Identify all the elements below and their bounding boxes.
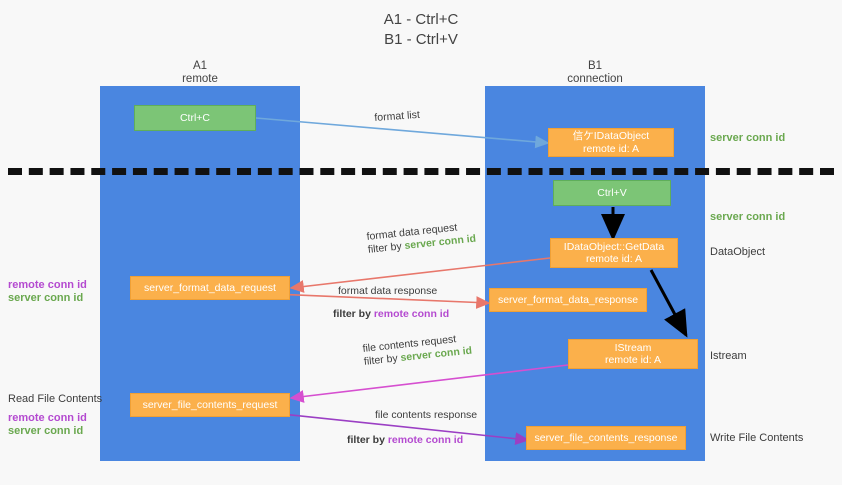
left-label-read-file-contents: Read File Contents — [8, 393, 103, 405]
box-idataobject-getdata[interactable]: IDataObject::GetData remote id: A — [550, 238, 678, 268]
box-ctrl-c[interactable]: Ctrl+C — [134, 105, 256, 131]
right-label-server-conn-id-top: server conn id — [710, 132, 786, 144]
label-filter-by-remote-conn-id-1: filter by remote conn id — [333, 308, 449, 321]
box-istream[interactable]: IStream remote id: A — [568, 339, 698, 369]
box-server-format-data-response[interactable]: server_format_data_response — [489, 288, 647, 312]
lane-header-b1: B1 connection — [567, 60, 623, 85]
box-server-format-data-request[interactable]: server_format_data_request — [130, 276, 290, 300]
right-label-server-conn-id-mid: server conn id — [710, 211, 786, 223]
filter-by-text-3: filter by — [363, 352, 402, 368]
divider-dashed-line — [8, 168, 834, 175]
right-label-istream: Istream — [710, 350, 747, 362]
right-label-write-file-contents: Write File Contents — [710, 432, 804, 444]
label-format-data-response: format data response — [338, 285, 438, 297]
left-label-server-conn-id-1: server conn id — [8, 292, 84, 304]
label-file-contents-request-group: file contents request filter by server c… — [362, 332, 473, 369]
label-format-data-request-group: format data request filter by server con… — [366, 220, 477, 257]
left-label-remote-conn-id-2: remote conn id — [8, 412, 87, 424]
left-label-server-conn-id-2: server conn id — [8, 425, 84, 437]
lane-header-a1: A1 remote — [182, 60, 218, 85]
box-server-file-contents-response[interactable]: server_file_contents_response — [526, 426, 686, 450]
label-format-data-response-group: format data response filter by remote co… — [333, 285, 449, 321]
filter-by-text-2: filter by — [333, 308, 374, 320]
box-idataobject[interactable]: 信ケIDataObject remote id: A — [548, 128, 674, 157]
filter-by-text-1: filter by — [367, 240, 406, 256]
label-file-contents-response: file contents response — [375, 409, 478, 421]
right-label-dataobject: DataObject — [710, 246, 766, 258]
remote-conn-id-text-2: remote conn id — [387, 434, 464, 446]
remote-conn-id-text-1: remote conn id — [373, 308, 450, 320]
filter-by-text-4: filter by — [347, 434, 388, 446]
box-ctrl-v[interactable]: Ctrl+V — [553, 180, 671, 206]
page-title: A1 - Ctrl+C B1 - Ctrl+V — [383, 11, 459, 48]
label-filter-by-remote-conn-id-2: filter by remote conn id — [347, 434, 477, 447]
box-server-file-contents-request[interactable]: server_file_contents_request — [130, 393, 290, 417]
label-file-contents-response-group: file contents response filter by remote … — [347, 409, 478, 447]
label-format-list: format list — [374, 108, 421, 124]
left-label-remote-conn-id-1: remote conn id — [8, 279, 87, 291]
